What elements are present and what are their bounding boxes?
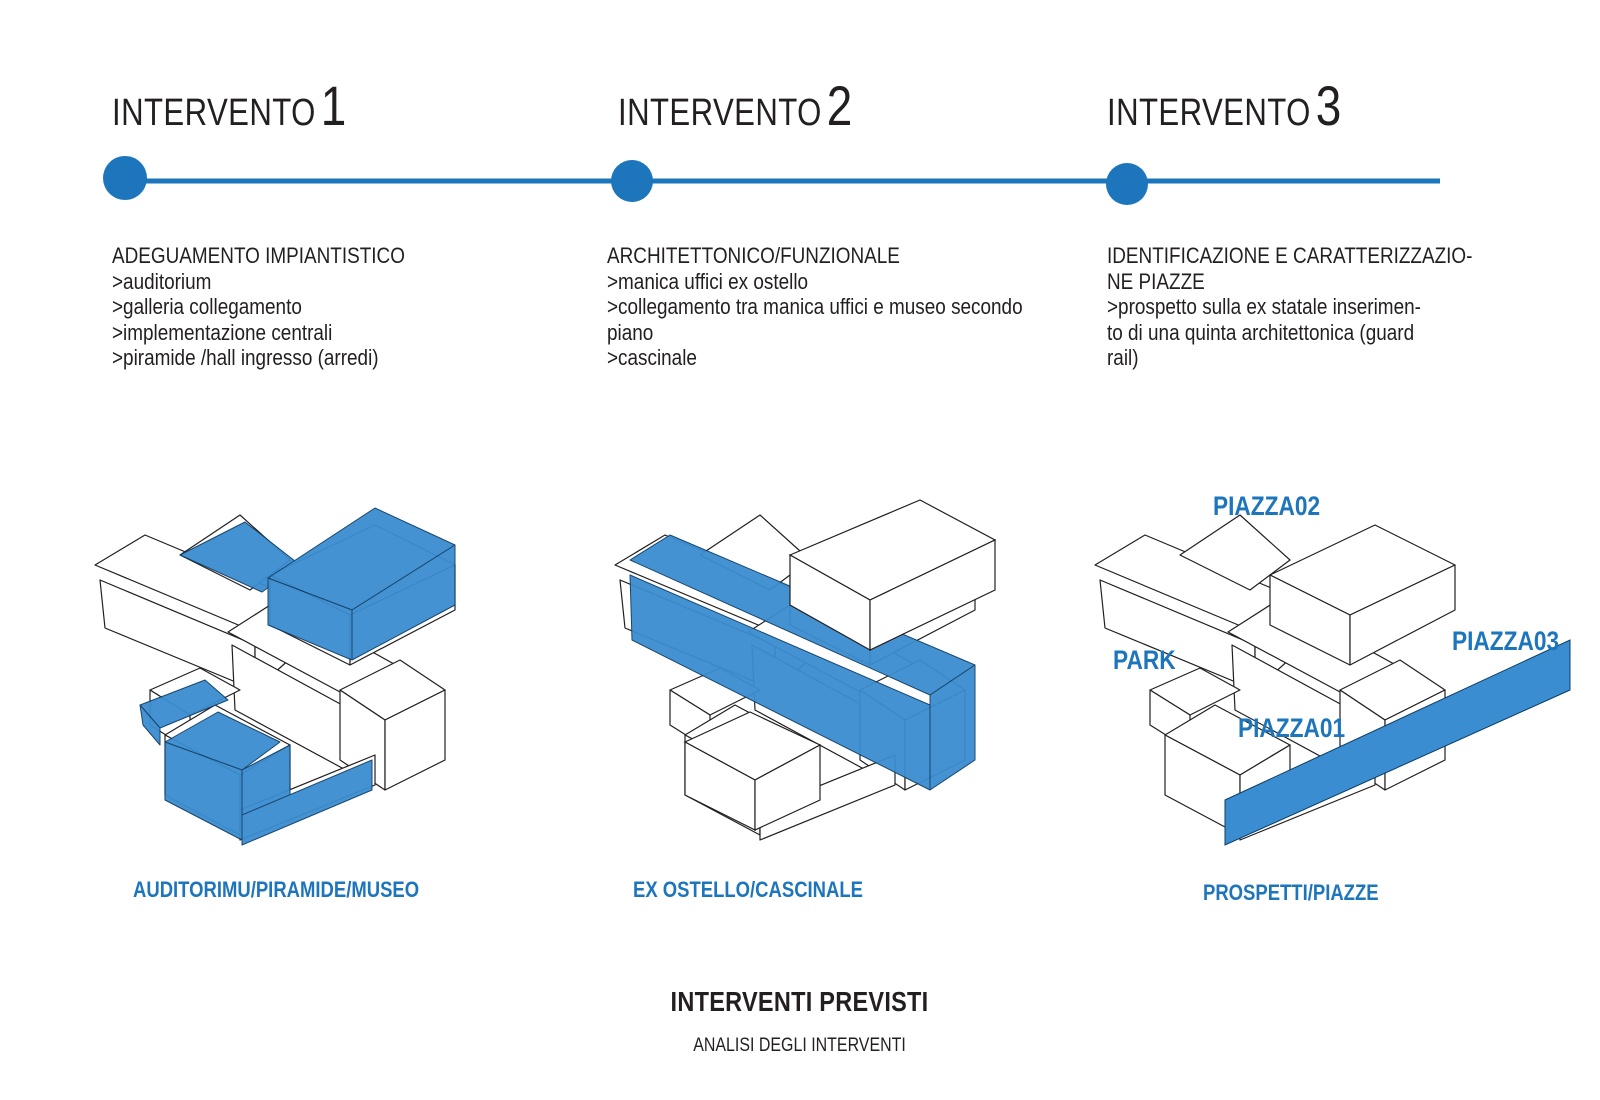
drawing-1	[94, 507, 456, 846]
phase-2-line: ARCHITETTONICO/FUNZIONALE	[607, 243, 900, 268]
phase-2-word: INTERVENTO	[618, 92, 822, 134]
phase-3-description: IDENTIFICAZIONE E CARATTERIZZAZIO- NE PI…	[1107, 243, 1511, 371]
phase-3-word: INTERVENTO	[1107, 92, 1311, 134]
phase-3-line: IDENTIFICAZIONE E CARATTERIZZAZIO-	[1107, 243, 1473, 268]
zone-piazza01: PIAZZA01	[1238, 713, 1346, 743]
phase-2-line: >manica uffici ex ostello	[607, 268, 809, 294]
timeline-node-2	[611, 160, 653, 202]
highlight-auditorium-roof	[139, 679, 229, 729]
highlight-palazzo-front	[267, 577, 353, 661]
footer-subtitle: ANALISI DEGLI INTERVENTI	[0, 1035, 1600, 1057]
phase-1-description: ADEGUAMENTO IMPIANTISTICO >auditorium >g…	[112, 243, 516, 371]
highlight-palazzo-roof	[267, 507, 456, 611]
phase-3-line: NE PIAZZE	[1107, 268, 1205, 294]
timeline-node-1	[103, 156, 147, 200]
phase-3-number: 3	[1315, 74, 1342, 137]
phase-3-title: INTERVENTO3	[1107, 78, 1341, 134]
phase-2-line: >cascinale	[607, 345, 697, 370]
phase-1-line: ADEGUAMENTO IMPIANTISTICO	[112, 243, 405, 268]
phase-3-line: >prospetto sulla ex statale inserimen-	[1107, 294, 1421, 319]
cascinale-side	[754, 743, 821, 831]
highlight-wing-side	[929, 664, 976, 791]
drawing-2	[614, 499, 997, 841]
palazzo-2-side	[869, 539, 996, 651]
phase-2-number: 2	[826, 74, 853, 137]
cascinale-roof	[683, 711, 822, 781]
highlight-pyramid	[179, 521, 301, 593]
footer-title-text: INTERVENTI PREVISTI	[671, 986, 929, 1017]
highlight-auditorium-front	[139, 704, 161, 746]
highlight-palazzo-side	[351, 544, 456, 661]
cascinale-front	[684, 740, 756, 831]
phase-1-line: >galleria collegamento	[112, 294, 302, 319]
phase-2-description: ARCHITETTONICO/FUNZIONALE >manica uffici…	[607, 243, 1023, 371]
phase-2-title: INTERVENTO2	[618, 78, 852, 134]
phase-3-line: rail)	[1107, 345, 1139, 370]
phase-1-number: 1	[320, 74, 347, 137]
highlight-annex-front	[164, 741, 243, 841]
phase-2-line: >collegamento tra manica uffici e museo …	[607, 294, 1023, 319]
palazzo-2-roof	[788, 499, 997, 601]
phase-1-line: >implementazione centrali	[112, 319, 333, 345]
highlight-annex-side	[241, 744, 291, 841]
timeline-node-3	[1106, 163, 1148, 205]
footer-subtitle-text: ANALISI DEGLI INTERVENTI	[693, 1035, 907, 1056]
phase-2-caption: EX OSTELLO/CASCINALE	[633, 877, 863, 902]
highlight-wing-roof	[629, 534, 976, 696]
phase-1-line: >auditorium	[112, 268, 212, 294]
phase-1-word: INTERVENTO	[112, 92, 316, 134]
zone-piazza03: PIAZZA03	[1452, 626, 1560, 656]
phase-3-caption: PROSPETTI/PIAZZE	[1203, 880, 1379, 905]
drawing-3	[1094, 514, 1571, 846]
zone-park: PARK	[1113, 645, 1176, 675]
phase-1-title: INTERVENTO1	[112, 78, 346, 134]
phase-3-line: to di una quinta architettonica (guard	[1107, 319, 1415, 345]
highlight-annex-roof	[164, 711, 281, 771]
highlight-wall	[241, 759, 373, 846]
footer-title: INTERVENTI PREVISTI	[0, 986, 1600, 1018]
phase-1-line: >piramide /hall ingresso (arredi)	[112, 345, 379, 370]
phase-1-caption: AUDITORIMU/PIRAMIDE/MUSEO	[133, 877, 420, 902]
zone-piazza02: PIAZZA02	[1213, 491, 1321, 521]
phase-2-line: piano	[607, 319, 654, 345]
highlight-wing-front	[629, 574, 931, 791]
palazzo-2-front	[789, 553, 871, 652]
